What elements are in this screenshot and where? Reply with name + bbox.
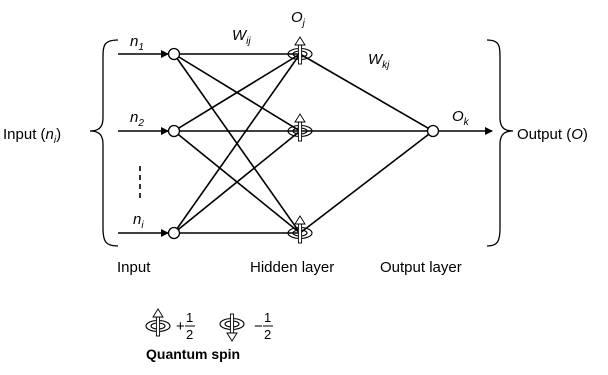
legend-spin-up: + 1 2 bbox=[145, 308, 195, 342]
legend-spin-up-icon bbox=[145, 308, 171, 337]
hidden-weight-label: Wij bbox=[232, 27, 251, 47]
final-output-label: Ok bbox=[452, 108, 470, 128]
legend-spin-down: − 1 2 bbox=[219, 310, 273, 342]
output-weight-label: Wkj bbox=[368, 51, 390, 71]
legend-title: Quantum spin bbox=[146, 346, 240, 362]
input-group-label: Input (ni) bbox=[3, 126, 61, 146]
input-label-2: n2 bbox=[130, 109, 144, 129]
input-node-2 bbox=[167, 124, 181, 138]
input-brace bbox=[89, 39, 119, 247]
output-node bbox=[426, 124, 440, 138]
hidden-output-connections bbox=[299, 53, 434, 234]
input-node-i bbox=[167, 226, 181, 240]
input-node-1 bbox=[167, 47, 181, 61]
spin-down-numerator: 1 bbox=[264, 310, 271, 325]
output-brace bbox=[486, 39, 514, 247]
hidden-layer-label: Hidden layer bbox=[250, 259, 334, 276]
input-layer-label: Input bbox=[117, 259, 151, 276]
hidden-output-label: Oj bbox=[291, 9, 306, 29]
spin-up-sign: + bbox=[176, 318, 185, 335]
output-group-label: Output (O) bbox=[517, 126, 588, 143]
input-label-i: ni bbox=[133, 211, 144, 231]
input-label-1: n1 bbox=[130, 33, 144, 53]
legend-spin-down-icon bbox=[219, 313, 245, 342]
spin-up-numerator: 1 bbox=[186, 310, 193, 325]
spin-up-denominator: 2 bbox=[186, 327, 193, 342]
input-hidden-connections bbox=[173, 53, 301, 234]
spin-down-denominator: 2 bbox=[264, 327, 271, 342]
output-layer-label: Output layer bbox=[380, 259, 462, 276]
spin-down-sign: − bbox=[254, 318, 263, 335]
